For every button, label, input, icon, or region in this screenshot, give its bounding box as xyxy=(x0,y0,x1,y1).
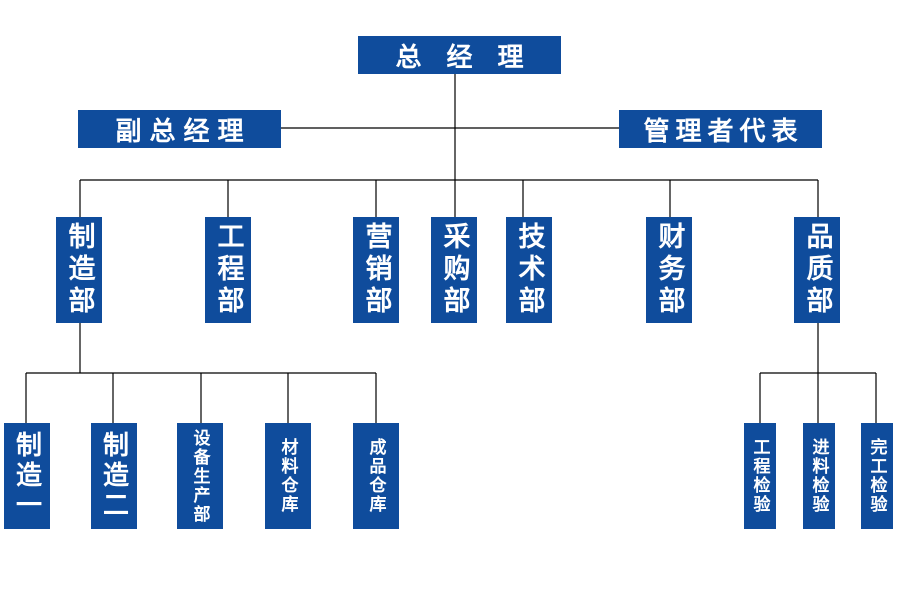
finance-dept-box: 财务部 xyxy=(646,217,692,323)
ceo-box: 总 经 理 xyxy=(358,36,561,74)
finished-goods-warehouse-box: 成品仓库 xyxy=(353,423,399,529)
deputy-gm-box: 副总经理 xyxy=(78,110,281,148)
materials-warehouse-box: 材料仓库 xyxy=(265,423,311,529)
final-inspection-box: 完工检验 xyxy=(861,423,893,529)
procurement-dept-box: 采购部 xyxy=(431,217,477,323)
manufacturing-dept-box: 制造部 xyxy=(56,217,102,323)
mfg-2-box: 制造二 xyxy=(91,423,137,529)
management-rep-box: 管理者代表 xyxy=(619,110,822,148)
quality-dept-box: 品质部 xyxy=(794,217,840,323)
engineering-dept-box: 工程部 xyxy=(205,217,251,323)
engineering-inspection-box: 工程检验 xyxy=(744,423,776,529)
mfg-1-box: 制造一 xyxy=(4,423,50,529)
marketing-dept-box: 营销部 xyxy=(353,217,399,323)
incoming-inspection-box: 进料检验 xyxy=(803,423,835,529)
technology-dept-box: 技术部 xyxy=(506,217,552,323)
equipment-production-box: 设备生产部 xyxy=(177,423,223,529)
